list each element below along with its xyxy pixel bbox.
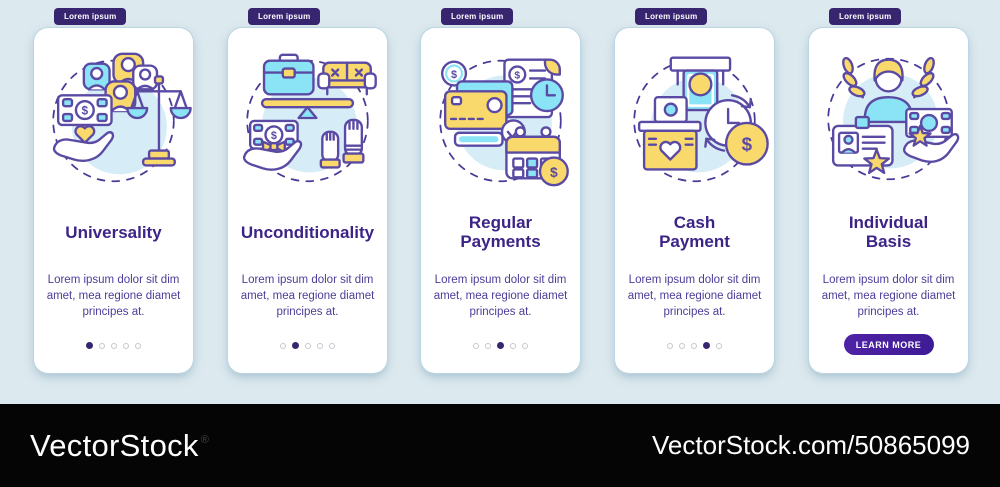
atm-cash-slot-icon [669, 56, 732, 112]
pagination-dot[interactable] [280, 342, 286, 349]
banknote-with-star-hand-icon [902, 107, 960, 163]
pagination-dot[interactable] [123, 342, 129, 349]
gift-banknote-hand-icon: $ [242, 119, 303, 171]
svg-text:$: $ [550, 164, 558, 180]
pagination-dot[interactable] [317, 342, 323, 349]
scales-of-justice-icon [126, 75, 192, 167]
pagination-dot[interactable] [667, 342, 673, 349]
pagination-dots [615, 342, 774, 349]
svg-text:$: $ [451, 69, 457, 81]
pagination-dot[interactable] [135, 342, 141, 349]
credit-cards-icon [443, 80, 514, 147]
raised-hands-icon [319, 118, 365, 169]
id-card-with-star-icon [831, 115, 894, 175]
pagination-dots [34, 342, 193, 349]
briefcase-icon [262, 53, 315, 96]
app-logo-chip: Lorem ipsum [441, 8, 514, 25]
pagination-dot[interactable] [691, 342, 697, 349]
onboarding-card-unconditionality: $ Unconditionality Lorem ipsum dolor sit… [228, 28, 387, 373]
individual-basis-illustration [827, 56, 960, 181]
app-logo-chip: Lorem ipsum [248, 8, 321, 25]
card-title: Unconditionality [240, 222, 375, 242]
clock-icon [529, 78, 564, 113]
laurel-icon [842, 56, 935, 99]
pagination-dot[interactable] [716, 342, 722, 349]
regular-payments-illustration: $ $ [439, 58, 569, 187]
pagination-dot[interactable] [292, 342, 299, 349]
pagination-dot[interactable] [111, 342, 117, 349]
pagination-dot[interactable] [522, 342, 528, 349]
dollar-coin-icon: $ [724, 121, 769, 166]
sofa-icon [317, 61, 377, 96]
pagination-dot[interactable] [99, 342, 105, 349]
pagination-dot[interactable] [305, 342, 311, 349]
pagination-dot[interactable] [485, 342, 491, 349]
universality-illustration: $ [52, 52, 192, 183]
svg-text:$: $ [82, 104, 89, 118]
card-title: Universality [65, 222, 162, 242]
pagination-dots [228, 342, 387, 349]
unconditionality-illustration: $ [242, 53, 377, 183]
pagination-dot[interactable] [703, 342, 710, 349]
app-logo-chip: Lorem ipsum [54, 8, 127, 25]
seesaw-balance-icon [260, 98, 355, 120]
svg-text:$: $ [742, 134, 753, 155]
pagination-dot[interactable] [679, 342, 685, 349]
calendar-with-coin-icon: $ [505, 126, 569, 187]
svg-text:$: $ [514, 70, 520, 81]
learn-more-button[interactable]: LEARN MORE [843, 334, 934, 355]
registered-mark: ® [200, 433, 209, 446]
donation-desk-icon [637, 96, 702, 171]
banknote-heart-hand-icon: $ [52, 94, 115, 162]
vectorstock-attribution: VectorStock.com/50865099 [652, 430, 970, 460]
watermark-bar: VectorStock® VectorStock.com/50865099 [0, 404, 1000, 487]
svg-text:$: $ [271, 130, 277, 142]
pagination-dots [421, 342, 580, 349]
pagination-dot[interactable] [473, 342, 479, 349]
onboarding-card-regular-payments: $ $ [421, 28, 580, 373]
pagination-dot[interactable] [510, 342, 516, 349]
pagination-dot[interactable] [86, 342, 93, 349]
pagination-dot[interactable] [497, 342, 504, 349]
vectorstock-logo: VectorStock® [30, 427, 209, 463]
cash-payment-illustration: $ [633, 56, 769, 183]
app-logo-chip: Lorem ipsum [829, 8, 902, 25]
dollar-badge-icon: $ [441, 60, 468, 87]
app-logo-chip: Lorem ipsum [635, 8, 708, 25]
onboarding-card-universality: $ Universality Lorem ipsum dolor sit dim… [34, 28, 193, 373]
pagination-dot[interactable] [329, 342, 335, 349]
